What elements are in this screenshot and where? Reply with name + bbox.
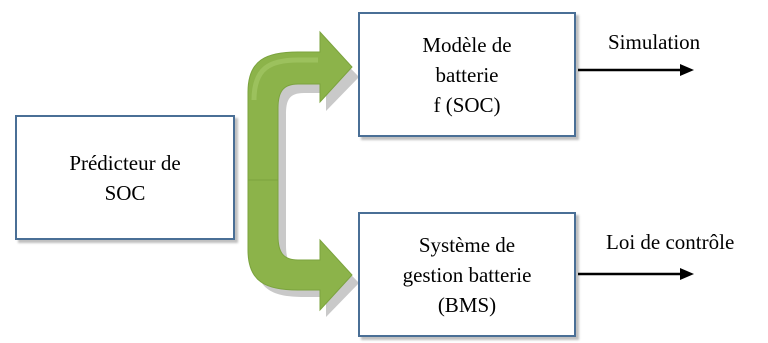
curved-arrow-body <box>247 30 353 312</box>
curved-arrow-shadow <box>256 43 359 317</box>
battery-model-line-2: batterie <box>435 62 499 87</box>
bms-box: Système de gestion batterie (BMS) <box>358 212 576 337</box>
bms-line-2: gestion batterie <box>402 262 532 287</box>
predictor-box: Prédicteur de SOC <box>15 115 235 240</box>
bms-line-3: (BMS) <box>437 292 497 317</box>
curved-arrow-highlight <box>251 57 318 101</box>
predictor-line-1: Prédicteur de <box>69 150 181 175</box>
predictor-line-2: SOC <box>104 180 146 205</box>
simulation-arrow-head <box>680 64 694 76</box>
battery-model-line-3: f (SOC) <box>433 92 501 117</box>
control-law-label: Loi de contrôle <box>606 230 735 254</box>
battery-model-box: Modèle de batterie f (SOC) <box>358 12 576 137</box>
control-arrow-head <box>680 268 694 280</box>
battery-model-line-1: Modèle de <box>422 32 512 57</box>
simulation-label: Simulation <box>608 30 701 54</box>
bms-line-1: Système de <box>418 232 516 257</box>
